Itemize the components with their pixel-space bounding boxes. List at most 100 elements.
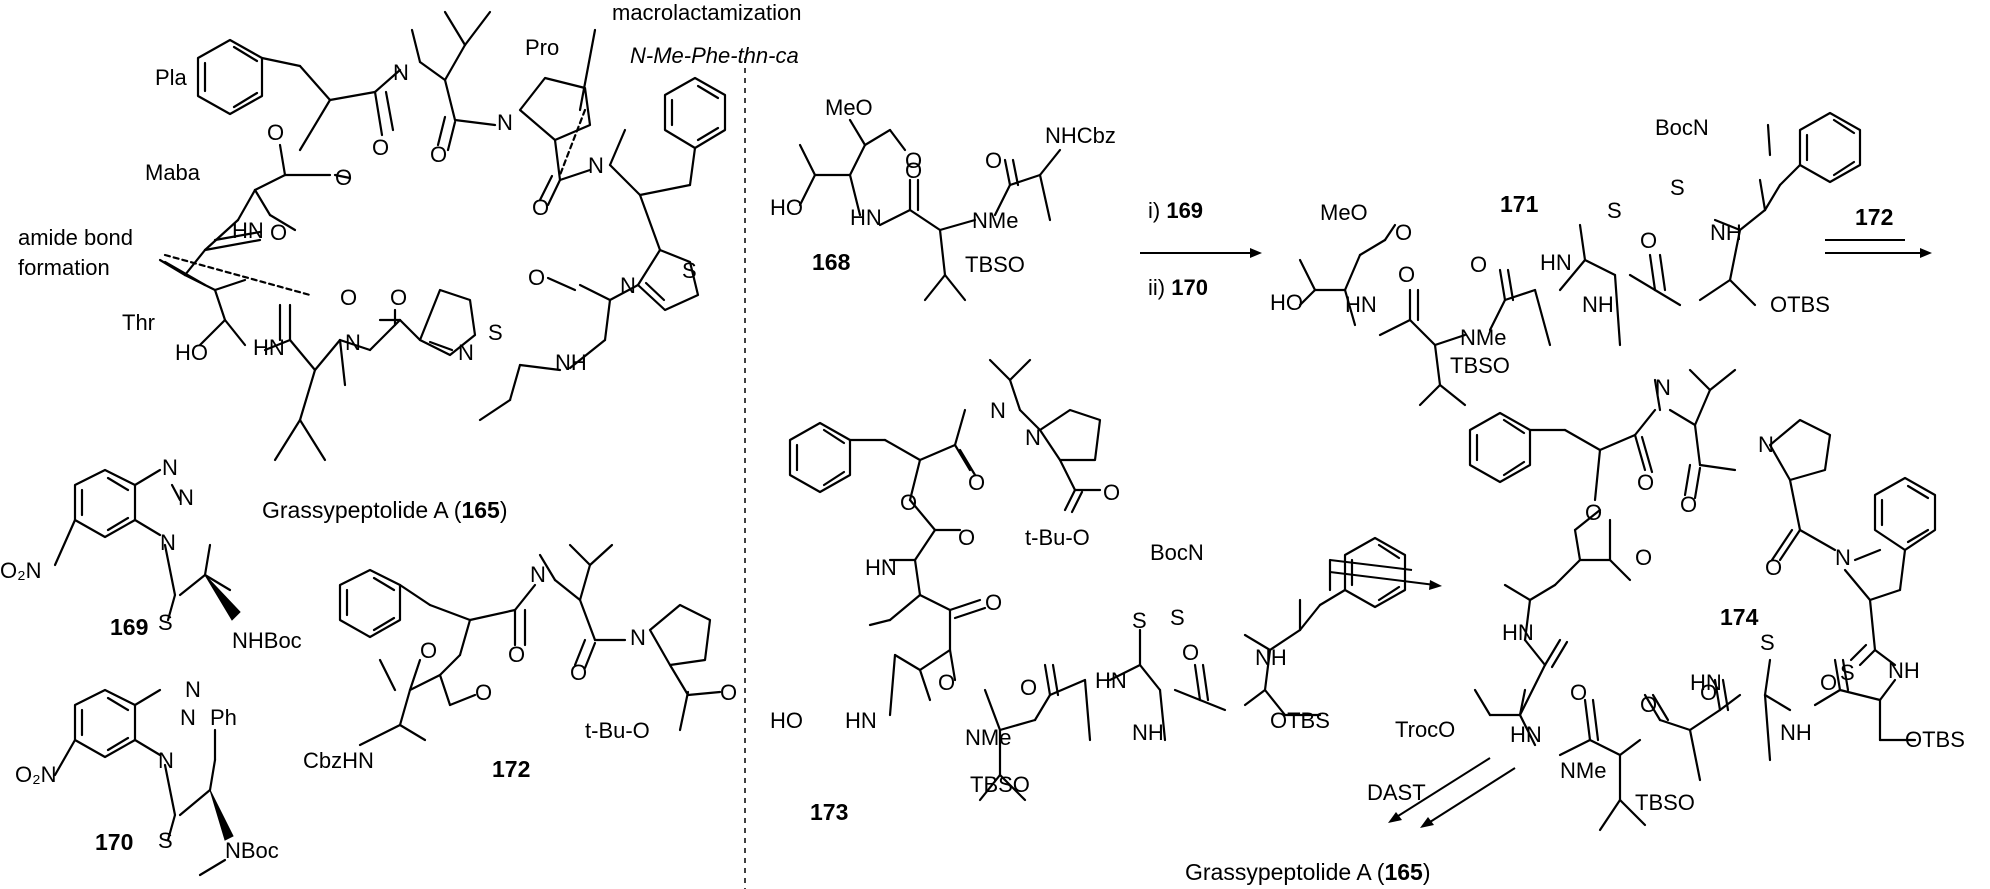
atom-o: O xyxy=(1103,480,1120,505)
compound-171-structure xyxy=(1298,111,1862,407)
atom-hn: HN xyxy=(1540,250,1572,275)
arrow-step3b xyxy=(1329,559,1413,571)
atom-o: O xyxy=(430,142,447,167)
atom-n: N xyxy=(530,562,546,587)
atom-hn: HN xyxy=(1502,620,1534,645)
c171-hn: HN xyxy=(1345,292,1377,317)
atom-n: N xyxy=(162,455,178,480)
c168-nme: NMe xyxy=(972,208,1018,233)
final-reagent: DAST xyxy=(1367,780,1426,805)
atom-o: O xyxy=(958,525,975,550)
c174-hn: HN xyxy=(1510,722,1542,747)
compound-174-structure xyxy=(1468,368,1937,832)
arrowhead-step3 xyxy=(1429,580,1442,590)
atom-o: O xyxy=(1635,545,1652,570)
compound-169-structure xyxy=(53,468,241,622)
atom-o: O xyxy=(900,490,917,515)
atom-nh: NH xyxy=(1780,720,1812,745)
c174-number: 174 xyxy=(1720,604,1759,630)
label-macrolactamization: macrolactamization xyxy=(612,0,802,25)
c169-nhboc: NHBoc xyxy=(232,628,302,653)
label-amide-bond: amide bond xyxy=(18,225,133,250)
c168-meo: MeO xyxy=(825,95,873,120)
atom-n: N xyxy=(630,625,646,650)
atom-nh: NH xyxy=(555,350,587,375)
atom-o: O xyxy=(985,590,1002,615)
c171-bocn: BocN xyxy=(1655,115,1709,140)
atom-o: O xyxy=(1700,680,1717,705)
atom-o: O xyxy=(905,158,922,183)
atom-n: N xyxy=(180,705,196,730)
step1-line2: ii) 170 xyxy=(1148,275,1208,300)
c171-meo: MeO xyxy=(1320,200,1368,225)
atom-o: O xyxy=(1398,262,1415,287)
atom-n: N xyxy=(393,60,409,85)
final-product: Grassypeptolide A (165) xyxy=(1185,859,1431,885)
atom-n: N xyxy=(185,677,201,702)
c174-otbs: OTBS xyxy=(1905,727,1965,752)
c170-no2: O₂N xyxy=(15,762,57,787)
atom-o: O xyxy=(720,680,737,705)
atom-n: N xyxy=(178,485,194,510)
atom-n: N xyxy=(345,330,361,355)
c173-number: 173 xyxy=(810,799,848,825)
atom-s: S xyxy=(682,258,697,283)
compound-170-structure xyxy=(53,688,234,877)
c174-nme: NMe xyxy=(1560,758,1606,783)
atom-n: N xyxy=(620,273,636,298)
atom-o: O xyxy=(340,285,357,310)
c170-ph: Ph xyxy=(210,705,237,730)
c173-bocn: BocN xyxy=(1150,540,1204,565)
grassypeptolide-structure xyxy=(158,10,727,462)
atom-hn: HN xyxy=(1690,670,1722,695)
c168-number: 168 xyxy=(812,249,851,275)
c169-number: 169 xyxy=(110,614,148,640)
atom-s: S xyxy=(1760,630,1775,655)
c173-tbu: t-Bu-O xyxy=(1025,525,1090,550)
step1-line1: i) 169 xyxy=(1148,198,1203,223)
c169-no2: O₂N xyxy=(0,558,42,583)
compound-173-structure xyxy=(788,358,1407,802)
target-caption: Grassypeptolide A (165) xyxy=(262,497,508,523)
atom-o: O xyxy=(1395,220,1412,245)
atom-nh: NH xyxy=(1582,292,1614,317)
atom-o: O xyxy=(532,195,549,220)
c172-tbu: t-Bu-O xyxy=(585,718,650,743)
atom-nh: NH xyxy=(1132,720,1164,745)
c172-number: 172 xyxy=(492,756,530,782)
c174-tbso: TBSO xyxy=(1635,790,1695,815)
c171-otbs: OTBS xyxy=(1770,292,1830,317)
atom-s: S xyxy=(488,320,503,345)
atom-hn: HN xyxy=(253,335,285,360)
label-thr: Thr xyxy=(122,310,155,335)
atom-o: O xyxy=(508,642,525,667)
atom-n: N xyxy=(588,153,604,178)
atom-s: S xyxy=(1132,608,1147,633)
arrow-step3 xyxy=(1329,571,1436,586)
atom-o: O xyxy=(1020,675,1037,700)
c173-nme: NMe xyxy=(965,725,1011,750)
c168-hn: HN xyxy=(850,205,882,230)
atom-o: O xyxy=(475,680,492,705)
atom-s: S xyxy=(158,828,173,853)
c171-number: 171 xyxy=(1500,191,1539,217)
atom-nh: NH xyxy=(1710,220,1742,245)
arrow-final xyxy=(1394,757,1491,819)
atom-o: O xyxy=(905,148,922,173)
c168-nhcbz: NHCbz xyxy=(1045,123,1116,148)
c173-otbs: OTBS xyxy=(1270,708,1330,733)
atom-o: O xyxy=(335,165,352,190)
atom-nh: NH xyxy=(1255,645,1287,670)
atom-o: O xyxy=(938,670,955,695)
atom-o: O xyxy=(1820,670,1837,695)
arrowhead-step2 xyxy=(1920,248,1932,258)
c171-tbso: TBSO xyxy=(1450,353,1510,378)
atom-o: O xyxy=(420,638,437,663)
label-pla: Pla xyxy=(155,65,188,90)
atom-s: S xyxy=(1607,198,1622,223)
atom-o: O xyxy=(528,265,545,290)
atom-hn: HN xyxy=(1095,668,1127,693)
atom-o: O xyxy=(968,470,985,495)
atom-n: N xyxy=(458,340,474,365)
